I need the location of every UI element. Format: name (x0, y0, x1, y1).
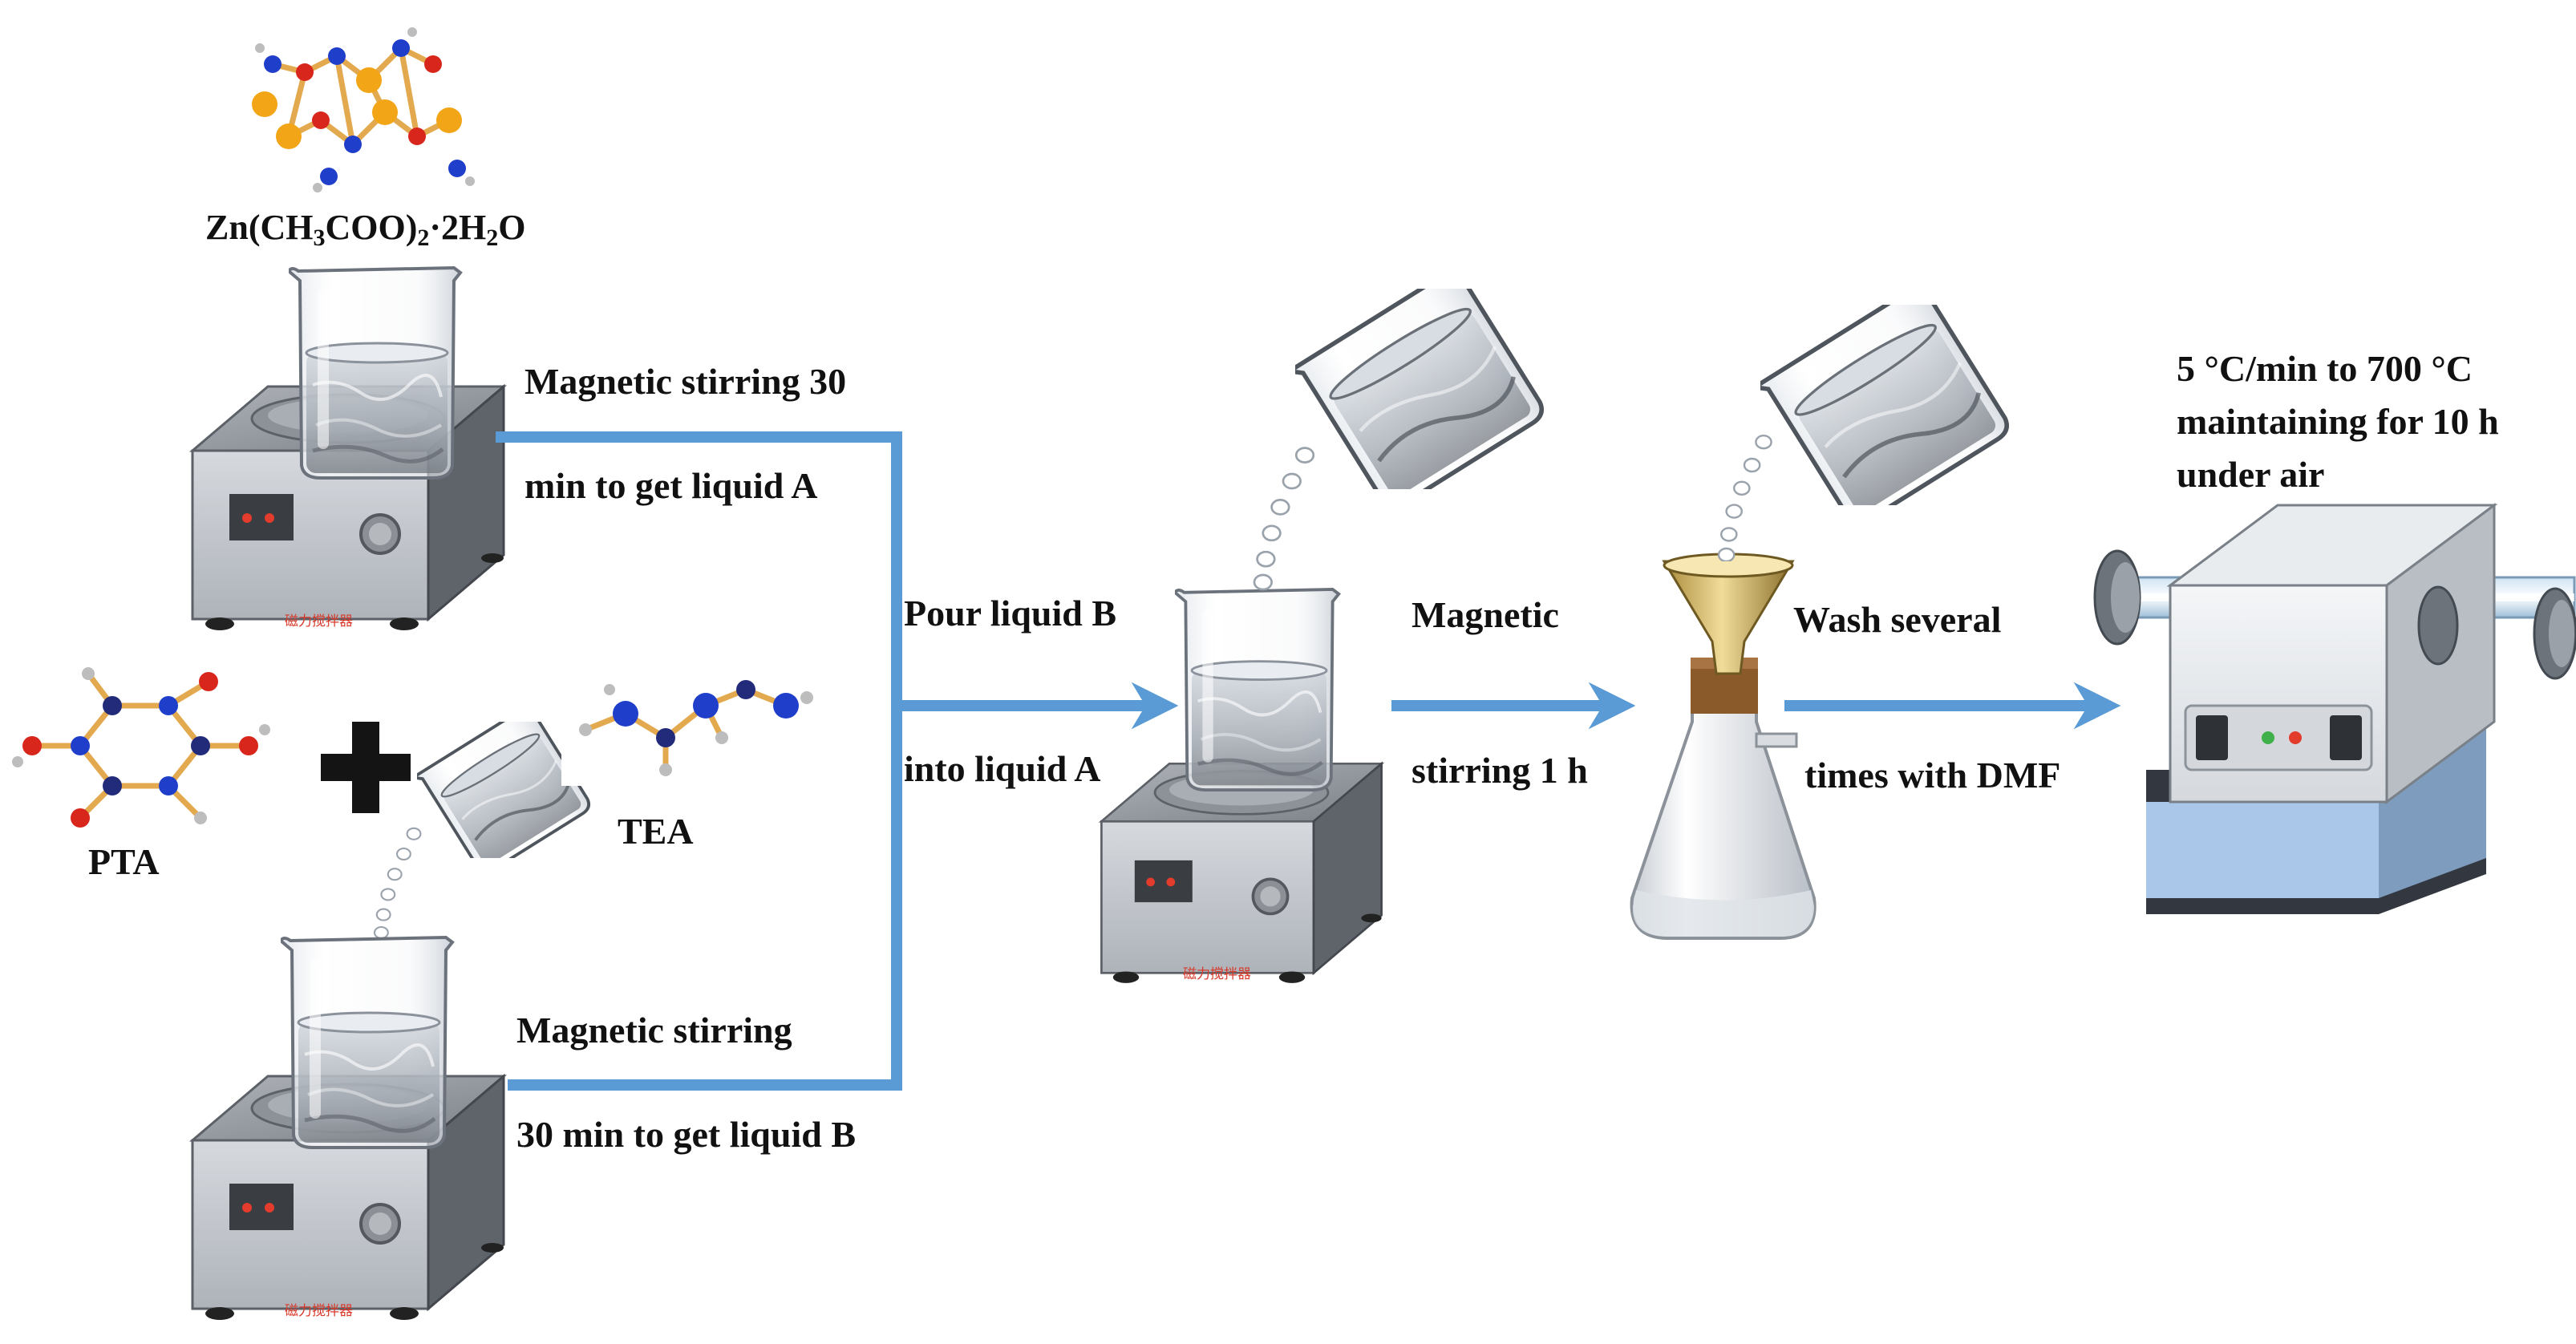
beaker-icon (281, 937, 452, 1148)
droplets-icon (1717, 435, 1772, 561)
pta-label: PTA (88, 841, 160, 882)
stir-line1: Magnetic (1412, 594, 1559, 635)
stirrer-label: 磁力搅拌器 (285, 1303, 353, 1319)
tea-molecule-icon (561, 658, 818, 786)
stirrer-label: 磁力搅拌器 (1183, 966, 1251, 982)
step-b-line1: Magnetic stirring (516, 1010, 792, 1051)
pouring-beaker-icon (1755, 277, 2022, 533)
pta-molecule-icon (8, 658, 281, 834)
filter-funnel-flask-icon (1630, 553, 1817, 940)
droplets-icon (373, 827, 422, 938)
pour-line1: Pour liquid B (904, 593, 1117, 634)
step-b-line2: 30 min to get liquid B (516, 1114, 857, 1155)
stir-line2: stirring 1 h (1412, 750, 1588, 791)
magnetic-stirrer-icon: 磁力搅拌器 (191, 385, 505, 632)
pouring-beaker-icon (1290, 261, 1557, 517)
stirrer-label: 磁力搅拌器 (285, 613, 353, 629)
furnace-line1: 5 °C/min to 700 °C (2177, 348, 2473, 389)
magnetic-stirrer-icon: 磁力搅拌器 (191, 1075, 505, 1322)
step-a-line2: min to get liquid A (525, 465, 818, 506)
wash-line1: Wash several (1793, 599, 2002, 640)
zinc-acetate-molecule-icon (241, 16, 481, 192)
step-a-line1: Magnetic stirring 30 (525, 361, 847, 402)
zinc-precursor-label: Zn(CH3COO)2·2H2O (205, 208, 526, 251)
droplets-icon (1254, 448, 1314, 589)
tube-furnace-icon (2093, 503, 2576, 914)
tea-label: TEA (618, 811, 694, 852)
merge-connector (496, 431, 902, 1091)
magnetic-stirrer-icon: 磁力搅拌器 (1100, 762, 1383, 985)
furnace-line2: maintaining for 10 h (2177, 401, 2499, 442)
furnace-line3: under air (2177, 454, 2325, 495)
beaker-icon (1175, 589, 1339, 790)
wash-line2: times with DMF (1804, 755, 2061, 795)
plus-icon (321, 722, 411, 813)
pour-line2: into liquid A (904, 748, 1101, 789)
beaker-icon (289, 268, 460, 478)
